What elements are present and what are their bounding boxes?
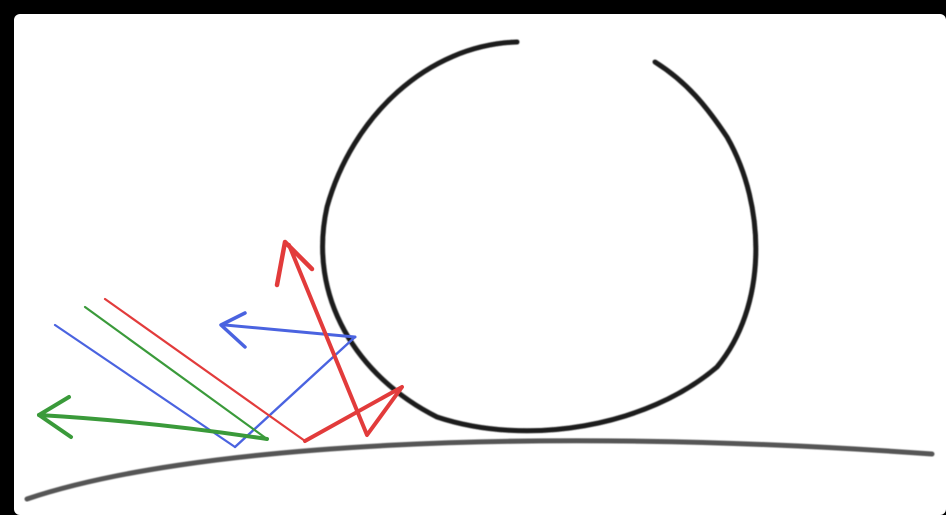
red-arrowhead bbox=[274, 239, 315, 288]
blue-arrowhead bbox=[219, 311, 247, 349]
green-outgoing-line bbox=[37, 413, 269, 441]
red-ray bbox=[103, 239, 404, 443]
blue-ray bbox=[53, 311, 357, 449]
drawing-canvas bbox=[14, 14, 946, 515]
ground-curve bbox=[24, 438, 935, 502]
green-arrowhead bbox=[37, 395, 73, 439]
red-incident-line bbox=[103, 297, 307, 443]
sketch-svg bbox=[24, 39, 935, 502]
blue-reflected-line bbox=[233, 335, 357, 449]
blue-outgoing-line bbox=[223, 323, 357, 339]
green-ray bbox=[37, 305, 269, 441]
circle-outline bbox=[320, 39, 759, 434]
red-bounce-line bbox=[287, 243, 404, 443]
green-incident-line bbox=[83, 305, 269, 441]
blue-incident-line bbox=[53, 323, 237, 449]
